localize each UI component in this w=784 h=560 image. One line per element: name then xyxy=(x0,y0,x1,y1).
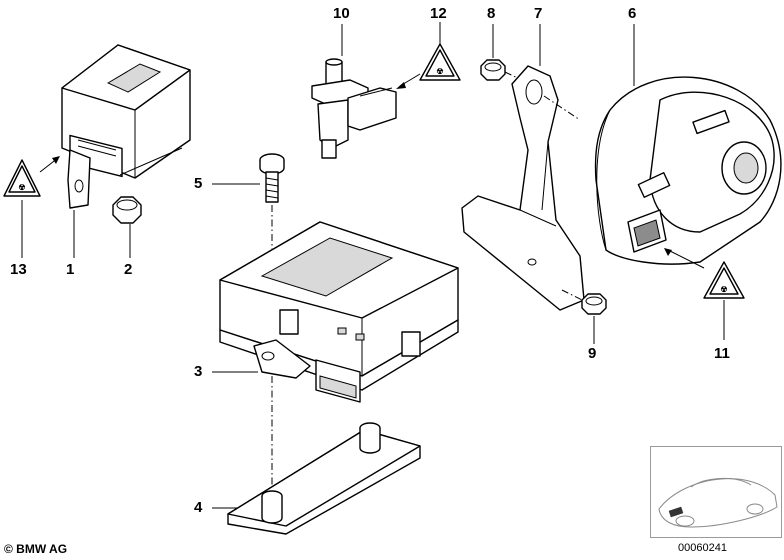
warning-triangle-icon: ☢ xyxy=(703,261,745,299)
callout-11: 11 xyxy=(714,345,730,362)
part-3-control-unit[interactable] xyxy=(219,221,459,403)
callout-5: 5 xyxy=(194,175,203,192)
callout-6: 6 xyxy=(628,5,637,22)
part-8-nut[interactable] xyxy=(480,59,506,81)
diagram-code: 00060241 xyxy=(678,542,727,554)
callout-8: 8 xyxy=(487,5,496,22)
part-7-bracket[interactable] xyxy=(461,65,585,311)
part-2-nut[interactable] xyxy=(112,196,142,224)
part-1-relay[interactable] xyxy=(61,44,191,209)
part-10-switch[interactable] xyxy=(311,58,397,159)
callout-7: 7 xyxy=(534,5,543,22)
car-outline-icon xyxy=(658,477,778,528)
copyright-brand: © BMW AG xyxy=(4,542,68,556)
part-9-nut[interactable] xyxy=(581,293,607,315)
callout-2: 2 xyxy=(124,261,133,278)
callout-4: 4 xyxy=(194,499,203,516)
part-5-screw[interactable] xyxy=(259,153,285,203)
warning-triangle-icon: ☢ xyxy=(419,43,461,81)
svg-text:☢: ☢ xyxy=(18,183,25,192)
callout-9: 9 xyxy=(588,345,597,362)
callout-1: 1 xyxy=(66,261,75,278)
part-4-plate[interactable] xyxy=(227,422,421,535)
callout-13: 13 xyxy=(10,261,27,278)
callout-10: 10 xyxy=(333,5,350,22)
vehicle-thumbnail xyxy=(650,446,782,538)
callout-12: 12 xyxy=(430,5,447,22)
svg-text:☢: ☢ xyxy=(436,67,443,76)
warning-triangle-icon: ☢ xyxy=(3,159,41,197)
part-6-siren[interactable] xyxy=(594,76,782,265)
callout-3: 3 xyxy=(194,363,203,380)
svg-text:☢: ☢ xyxy=(720,285,727,294)
